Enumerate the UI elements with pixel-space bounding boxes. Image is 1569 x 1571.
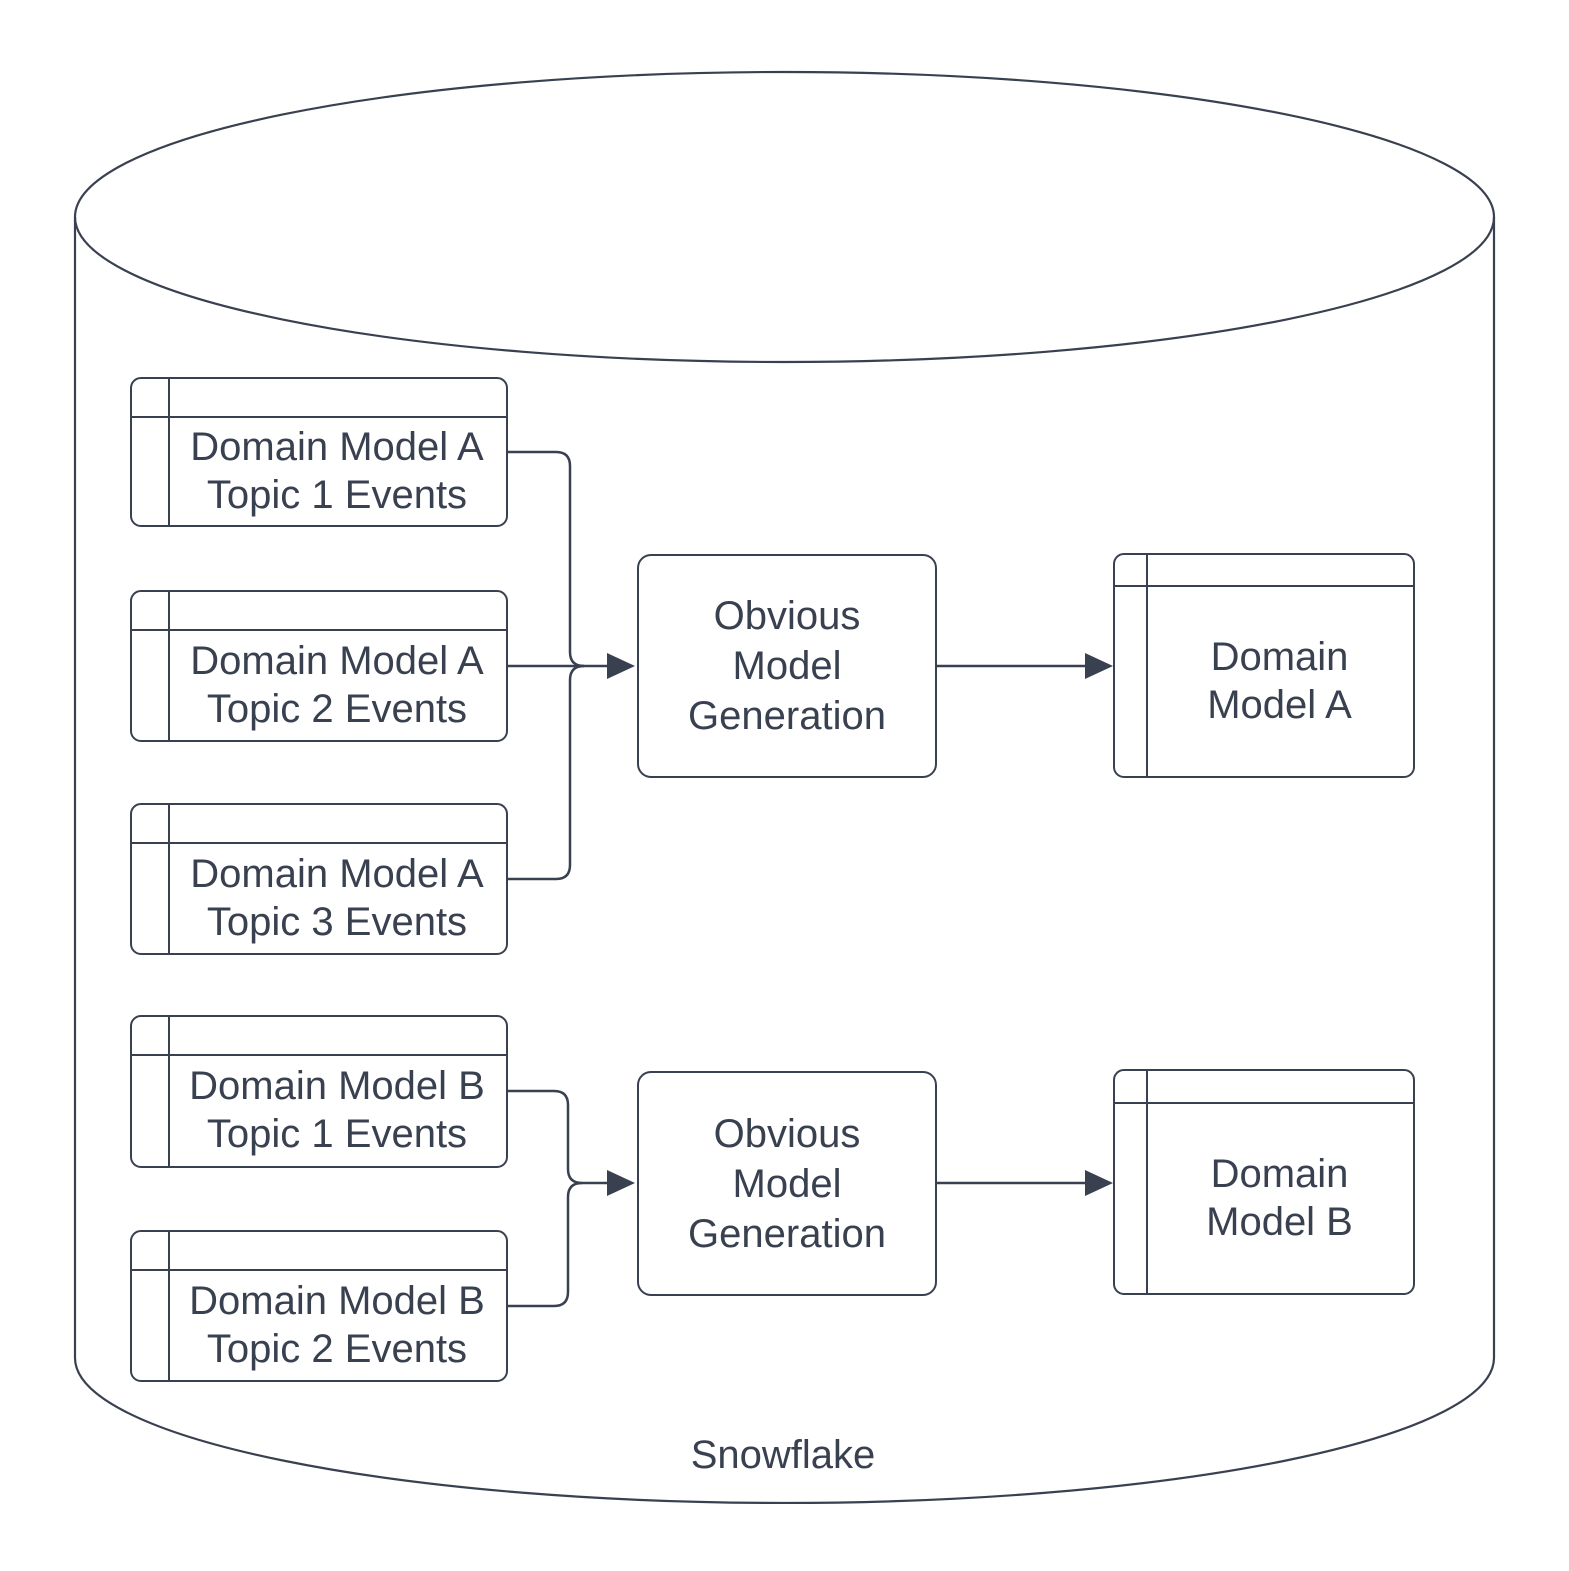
process-label-line: Obvious [713,594,861,638]
table-label-line: Domain Model A [190,424,484,469]
table-left-column-divider [168,592,170,740]
process-label-line: Obvious [713,1111,861,1156]
connector-b-topic2-to-merge[interactable] [508,1181,583,1308]
table-left-column-divider [1146,1071,1148,1293]
table-header-row [1115,555,1413,587]
table-domain-model-a-topic-2-events[interactable]: Domain Model A Topic 2 Events [130,590,508,742]
table-domain-model-b-topic-2-events[interactable]: Domain Model B Topic 2 Events [130,1230,508,1382]
table-left-column-divider [168,805,170,953]
process-label-line: Generation [688,694,886,738]
table-domain-model-a[interactable]: Domain Model A [1113,553,1415,778]
table-label-line: Model A [1207,682,1352,727]
database-cylinder-shape[interactable] [73,70,1496,1505]
table-header-row [1115,1071,1413,1104]
table-domain-model-b-topic-1-events[interactable]: Domain Model B Topic 1 Events [130,1015,508,1168]
table-label-line: Topic 2 Events [206,1326,468,1371]
table-domain-model-a-topic-1-events[interactable]: Domain Model A Topic 1 Events [130,377,508,527]
table-label-line: Topic 1 Events [206,1112,468,1156]
arrowhead-into-model-a [1085,653,1113,679]
table-label-line: Domain [1210,1151,1349,1196]
cylinder-label: Snowflake [690,1433,876,1477]
table-header-row [132,1232,506,1271]
connector-a-topic1-to-merge[interactable] [508,450,585,668]
table-left-column-divider [168,1232,170,1380]
table-label-line: Domain Model B [189,1278,485,1323]
connector-b-topic1-to-merge[interactable] [508,1089,583,1185]
table-label-line: Topic 3 Events [206,899,468,944]
table-domain-model-a-topic-3-events[interactable]: Domain Model A Topic 3 Events [130,803,508,955]
process-label-line: Generation [688,1211,886,1256]
table-header-row [132,592,506,631]
table-domain-model-b[interactable]: Domain Model B [1113,1069,1415,1295]
table-header-row [132,805,506,844]
table-label-line: Topic 2 Events [206,686,468,731]
table-left-column-divider [168,1017,170,1166]
table-label-line: Domain [1210,634,1349,679]
table-header-row [132,379,506,418]
process-obvious-model-generation-a[interactable]: Obvious Model Generation [637,554,937,778]
table-label-line: Domain Model A [190,638,484,683]
table-label-line: Topic 1 Events [206,472,468,517]
table-left-column-divider [1146,555,1148,776]
process-obvious-model-generation-b[interactable]: Obvious Model Generation [637,1071,937,1296]
table-label-line: Model B [1206,1199,1353,1244]
process-label-line: Model [732,1161,842,1206]
connector-a-topic3-to-merge[interactable] [508,664,585,881]
process-label-line: Model [732,644,842,688]
arrowhead-into-model-b [1085,1170,1113,1196]
table-label-line: Domain Model A [190,851,484,896]
arrowhead-into-generation-a [607,653,635,679]
cylinder-bottom-arc [73,1357,1496,1505]
table-label-line: Domain Model B [189,1064,485,1108]
table-left-column-divider [168,379,170,525]
arrowhead-into-generation-b [607,1170,635,1196]
cylinder-top-ellipse [73,70,1496,364]
table-header-row [132,1017,506,1056]
